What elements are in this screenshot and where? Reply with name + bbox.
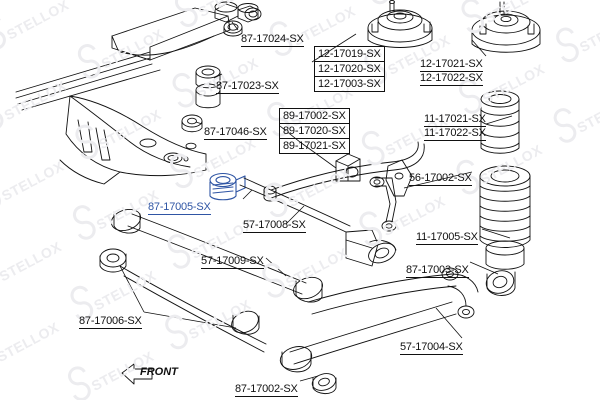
svg-text:STELLOX: STELLOX bbox=[477, 141, 545, 187]
svg-text:STELLOX: STELLOX bbox=[283, 245, 351, 291]
svg-text:STELLOX: STELLOX bbox=[4, 0, 72, 43]
part-label-57-17004[interactable]: 57-17004-SX bbox=[400, 341, 463, 355]
part-label-group-12[interactable]: 12-17019-SX 12-17020-SX 12-17003-SX bbox=[314, 46, 385, 92]
part-label-12-17022[interactable]: 12-17022-SX bbox=[420, 72, 483, 86]
part-label-12-17019[interactable]: 12-17019-SX bbox=[315, 47, 384, 62]
part-label-89-17020[interactable]: 89-17020-SX bbox=[280, 124, 349, 139]
svg-text:STELLOX: STELLOX bbox=[1, 77, 69, 123]
svg-text:STELLOX: STELLOX bbox=[0, 158, 67, 204]
part-label-57-17008[interactable]: 57-17008-SX bbox=[243, 219, 306, 233]
part-label-12-17020[interactable]: 12-17020-SX bbox=[315, 62, 384, 77]
part-label-57-17009[interactable]: 57-17009-SX bbox=[201, 255, 264, 269]
svg-text:STELLOX: STELLOX bbox=[480, 61, 548, 107]
svg-text:STELLOX: STELLOX bbox=[577, 9, 600, 55]
svg-text:STELLOX: STELLOX bbox=[191, 135, 259, 181]
part-label-87-17002[interactable]: 87-17002-SX bbox=[235, 383, 298, 397]
part-label-87-17003[interactable]: 87-17003-SX bbox=[406, 264, 469, 278]
svg-text:STELLOX: STELLOX bbox=[96, 106, 164, 152]
svg-text:STELLOX: STELLOX bbox=[482, 0, 550, 26]
svg-text:STELLOX: STELLOX bbox=[186, 296, 254, 342]
part-label-87-17046[interactable]: 87-17046-SX bbox=[204, 126, 267, 140]
svg-text:STELLOX: STELLOX bbox=[0, 238, 64, 284]
front-direction-label: FRONT bbox=[140, 366, 178, 378]
part-label-12-17003[interactable]: 12-17003-SX bbox=[318, 78, 381, 90]
part-label-87-17006[interactable]: 87-17006-SX bbox=[79, 315, 142, 329]
svg-text:STELLOX: STELLOX bbox=[574, 90, 600, 136]
part-label-89-17002[interactable]: 89-17002-SX bbox=[280, 109, 349, 124]
part-label-11-17005[interactable]: 11-17005-SX bbox=[416, 231, 478, 245]
part-label-group-89[interactable]: 89-17002-SX 89-17020-SX 89-17021-SX bbox=[279, 108, 350, 154]
part-label-11-17021[interactable]: 11-17021-SX bbox=[424, 113, 486, 127]
part-label-87-17005-highlighted[interactable]: 87-17005-SX bbox=[148, 201, 211, 215]
part-label-56-17002[interactable]: 56-17002-SX bbox=[409, 172, 472, 186]
part-label-89-17021[interactable]: 89-17021-SX bbox=[283, 140, 346, 152]
svg-text:STELLOX: STELLOX bbox=[99, 25, 167, 71]
svg-text:STELLOX: STELLOX bbox=[0, 319, 62, 365]
part-label-87-17024[interactable]: 87-17024-SX bbox=[241, 33, 304, 47]
svg-text:STELLOX: STELLOX bbox=[285, 164, 353, 210]
part-label-11-17022[interactable]: 11-17022-SX bbox=[424, 127, 486, 141]
part-label-12-17021[interactable]: 12-17021-SX bbox=[420, 58, 483, 72]
part-label-87-17023[interactable]: 87-17023-SX bbox=[216, 80, 279, 94]
